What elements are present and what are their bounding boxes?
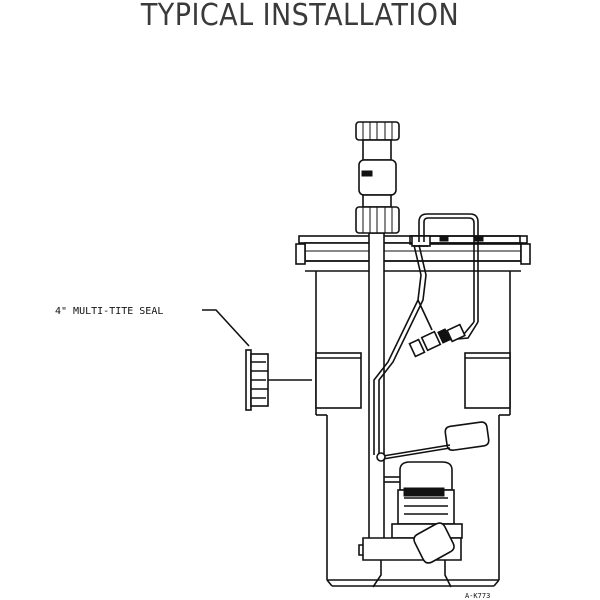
cord-grip — [411, 235, 431, 247]
inlet-hub-right — [464, 352, 511, 409]
seal-leader — [202, 309, 250, 347]
discharge-pipe — [368, 232, 385, 542]
drawing-reference: A-K773 — [465, 592, 490, 600]
diagram-title: TYPICAL INSTALLATION — [140, 0, 460, 33]
pump-float — [413, 522, 455, 564]
lower-union — [355, 206, 400, 234]
inlet-hub-left — [315, 352, 362, 409]
power-cord — [373, 213, 479, 455]
float-switch — [376, 421, 490, 462]
multi-tite-seal — [245, 349, 312, 411]
check-valve — [358, 139, 397, 208]
seal-label: 4" MULTI-TITE SEAL — [55, 306, 163, 317]
sewage-basin — [305, 260, 521, 587]
cord-plug-connector — [408, 299, 466, 358]
upper-union — [355, 121, 400, 141]
